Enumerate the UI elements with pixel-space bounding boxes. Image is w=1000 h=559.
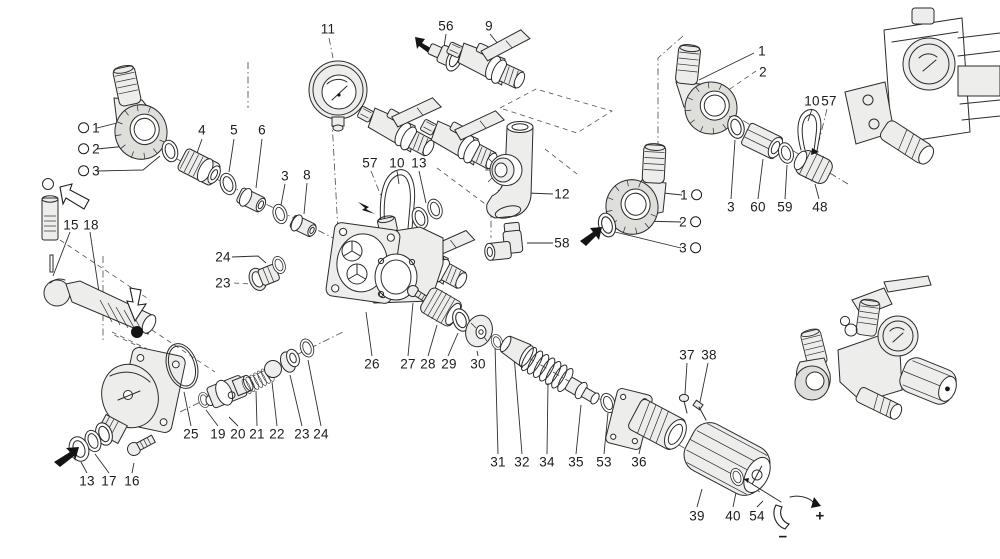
screw-38 bbox=[692, 399, 707, 421]
disc-30 bbox=[465, 314, 493, 348]
arrow-bottom-left bbox=[54, 447, 79, 467]
pin-cylinder-15 bbox=[41, 195, 59, 241]
threaded-nipple-4 bbox=[177, 148, 221, 186]
oring-24 bbox=[297, 336, 317, 360]
insert-arrow-down bbox=[126, 287, 148, 323]
increase-arrow bbox=[789, 495, 821, 508]
regulator-housing-36 bbox=[605, 388, 687, 450]
insert-arrow-up-left bbox=[59, 183, 90, 210]
hose-elbow-fitting-left bbox=[110, 63, 172, 164]
tee-pipe-12 bbox=[485, 121, 534, 219]
split-pin-15 bbox=[49, 254, 54, 273]
adjust-rod-54 bbox=[743, 478, 782, 503]
ball-valve-middle-left bbox=[352, 70, 455, 163]
valve-stem-35 bbox=[564, 377, 600, 405]
lever-handle-18 bbox=[43, 278, 157, 335]
knurled-cap-48 bbox=[793, 150, 833, 184]
assembled-pump-top-right bbox=[844, 7, 1000, 165]
retainer-clip-10-left bbox=[379, 169, 416, 247]
plug-dot bbox=[131, 326, 143, 338]
valve-body-20 bbox=[205, 374, 254, 409]
screw-37 bbox=[678, 393, 690, 414]
valve-seat-23 bbox=[280, 348, 300, 373]
hose-elbow-fitting-right-lower bbox=[601, 142, 667, 239]
oring-25-large bbox=[165, 343, 199, 389]
small-ring-left bbox=[42, 178, 54, 190]
impeller-port-lower bbox=[346, 263, 368, 285]
plug-23-with-oring-24 bbox=[248, 254, 289, 291]
hose-elbow-fitting-right-top bbox=[674, 43, 741, 138]
arrow-right-middle bbox=[580, 227, 602, 246]
bushing-8 bbox=[289, 214, 317, 238]
assembled-pump-bottom-right bbox=[794, 275, 957, 420]
elbow-nozzle-58 bbox=[484, 221, 524, 261]
oring-3b-left bbox=[270, 202, 290, 226]
bolt-16 bbox=[127, 434, 156, 456]
hose-fitting-6 bbox=[236, 187, 267, 213]
ball-22 bbox=[264, 360, 282, 378]
adjust-knob-39 bbox=[683, 422, 771, 496]
pressure-gauge-11 bbox=[308, 60, 368, 132]
impeller-port-upper bbox=[341, 240, 363, 262]
piston-28 bbox=[420, 287, 462, 327]
oring-5 bbox=[216, 170, 240, 198]
pump-body-26 bbox=[325, 215, 444, 304]
arrow-small-57 bbox=[358, 202, 375, 214]
ball-valve-9 bbox=[442, 4, 544, 95]
pump-cover-flange bbox=[96, 347, 186, 445]
retainer-clip-10-right bbox=[797, 109, 822, 155]
decrease-arrow bbox=[773, 504, 790, 530]
hex-bushing-60 bbox=[741, 122, 784, 160]
